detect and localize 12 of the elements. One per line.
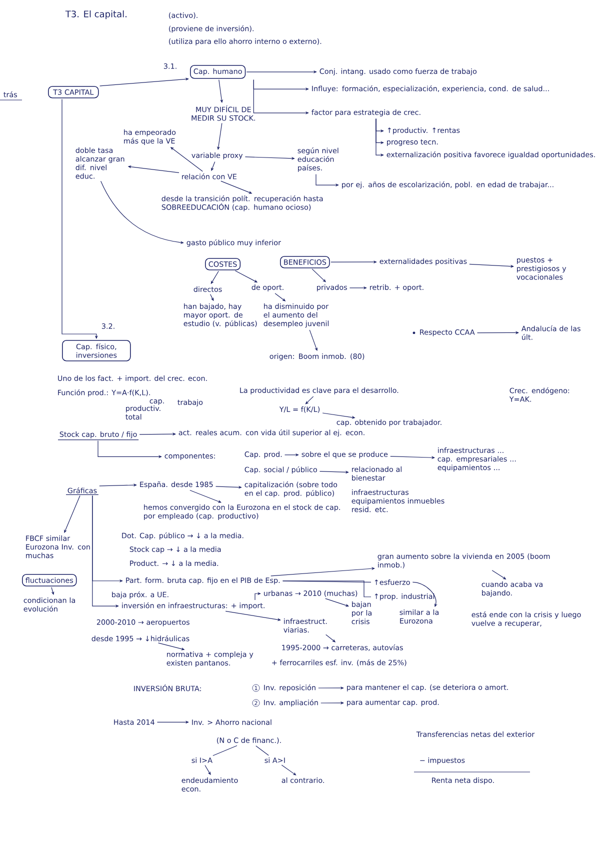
arrow — [62, 98, 98, 339]
arrow — [320, 701, 344, 704]
arrow — [281, 764, 296, 776]
connector-line — [256, 746, 269, 756]
connector-line — [212, 745, 238, 756]
heading: T3. El capital. — [65, 10, 126, 20]
connector-line — [282, 580, 372, 598]
arrow — [244, 156, 295, 160]
arrow — [254, 592, 261, 600]
arrow — [270, 567, 375, 576]
arrow — [100, 78, 189, 86]
connector-line — [282, 580, 372, 582]
